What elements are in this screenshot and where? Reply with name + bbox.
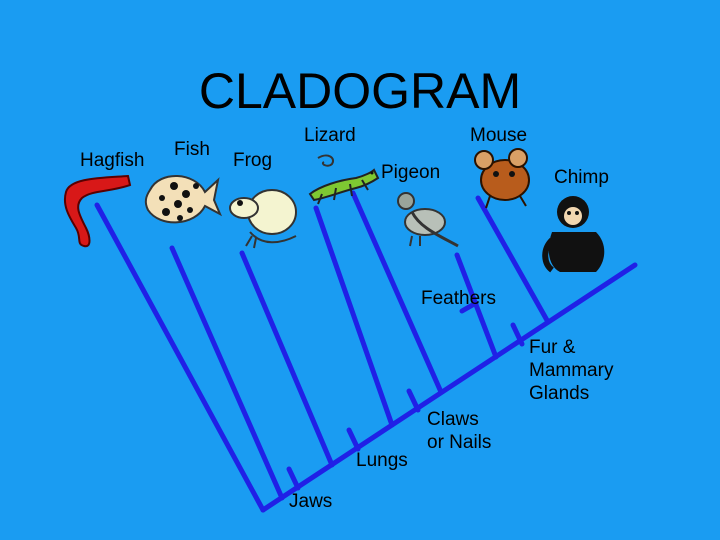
branch-frog [239, 250, 335, 468]
page-title: CLADOGRAM [198, 63, 522, 119]
taxon-label-lizard: Lizard [304, 125, 356, 146]
tick-fur [510, 322, 525, 347]
tick-lungs [346, 427, 361, 452]
trait-label-lungs: Lungs [356, 450, 408, 471]
branch-mouse [475, 195, 551, 325]
branch-lizard [313, 205, 395, 428]
branch-hagfish [94, 202, 266, 513]
branch-pigeon [350, 190, 444, 395]
trait-ticks [286, 300, 525, 491]
mouse-icon [474, 148, 530, 209]
frog-icon [229, 189, 297, 249]
hagfish-icon [64, 174, 132, 248]
chimp-icon [542, 196, 605, 273]
taxon-label-frog: Frog [233, 150, 273, 171]
main-trunk [260, 262, 638, 513]
taxon-label-fish: Fish [174, 139, 210, 160]
cladogram-branches [94, 190, 638, 513]
branch-pigeon-sub [454, 252, 499, 360]
fish-icon [144, 175, 223, 224]
pigeon-icon [397, 192, 459, 248]
tick-jaws [286, 466, 301, 491]
lizard-icon [308, 154, 380, 205]
taxon-label-pigeon: Pigeon [381, 162, 441, 183]
trait-label-feathers: Feathers [421, 288, 496, 309]
taxon-label-chimp: Chimp [554, 167, 609, 188]
trait-label-jaws: Jaws [289, 491, 333, 512]
taxon-label-hagfish: Hagfish [80, 150, 145, 171]
taxon-label-mouse: Mouse [470, 125, 528, 146]
tick-feathers [459, 300, 479, 314]
branch-fish [169, 245, 285, 501]
tick-claws [406, 388, 421, 413]
